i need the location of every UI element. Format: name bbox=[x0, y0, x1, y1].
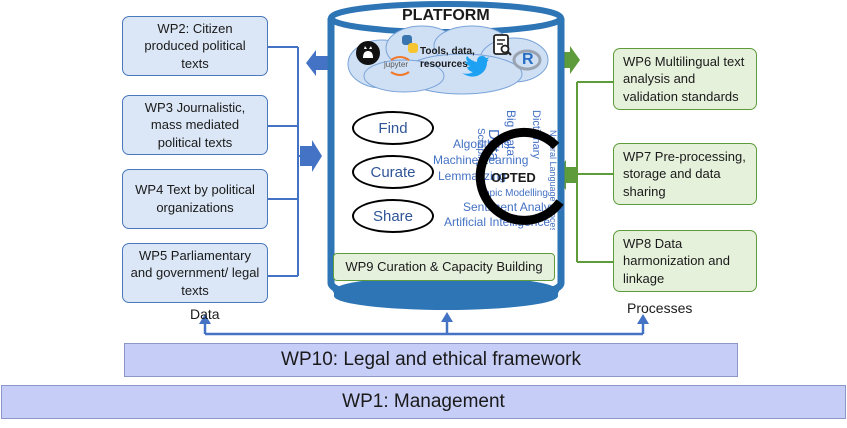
find-action: Find bbox=[352, 111, 434, 145]
arrow-out-platform-left-icon bbox=[306, 50, 328, 76]
wp7-box: WP7 Pre-processing, storage and data sha… bbox=[613, 143, 757, 205]
platform-title: PLATFORM bbox=[402, 7, 490, 24]
arrow-out-platform-right-icon bbox=[562, 46, 580, 74]
wp8-box: WP8 Data harmonization and linkage bbox=[613, 230, 757, 292]
wp9-box: WP9 Curation & Capacity Building bbox=[333, 253, 555, 281]
word-topic-modelling: Topic Modelling bbox=[479, 188, 548, 199]
cloud-caption: Tools, data, resources bbox=[420, 46, 475, 70]
jupyter-icon: jupyter bbox=[384, 60, 409, 69]
processes-label: Processes bbox=[627, 300, 693, 316]
wp4-box: WP4 Text by political organizations bbox=[122, 169, 268, 229]
opted-ring-icon bbox=[475, 127, 564, 225]
opted-logo: OPTED bbox=[491, 170, 536, 185]
python-icon bbox=[402, 35, 418, 53]
twitter-icon bbox=[462, 56, 489, 77]
tools-cloud bbox=[347, 25, 549, 95]
curate-action: Curate bbox=[352, 155, 434, 189]
wp10-connectors bbox=[199, 312, 649, 336]
word-lemmatizing: Lemmatizing bbox=[438, 169, 507, 183]
wp3-box: WP3 Journalistic, mass mediated politica… bbox=[122, 95, 268, 155]
wp2-box: WP2: Citizen produced political texts bbox=[122, 16, 268, 76]
github-icon bbox=[356, 41, 380, 65]
share-action: Share bbox=[352, 199, 434, 233]
r-logo-letter: R bbox=[522, 51, 534, 68]
wp5-box: WP5 Parliamentary and government/ legal … bbox=[122, 243, 268, 303]
document-search-icon bbox=[493, 34, 512, 56]
arrow-into-platform-icon bbox=[300, 140, 322, 172]
wp6-box: WP6 Multilingual text analysis and valid… bbox=[613, 48, 757, 110]
r-logo-icon bbox=[512, 49, 542, 71]
wp1-bar: WP1: Management bbox=[1, 385, 846, 419]
jupyter-arcs-icon bbox=[390, 56, 410, 76]
data-label: Data bbox=[190, 306, 220, 322]
wp10-bar: WP10: Legal and ethical framework bbox=[124, 343, 738, 377]
